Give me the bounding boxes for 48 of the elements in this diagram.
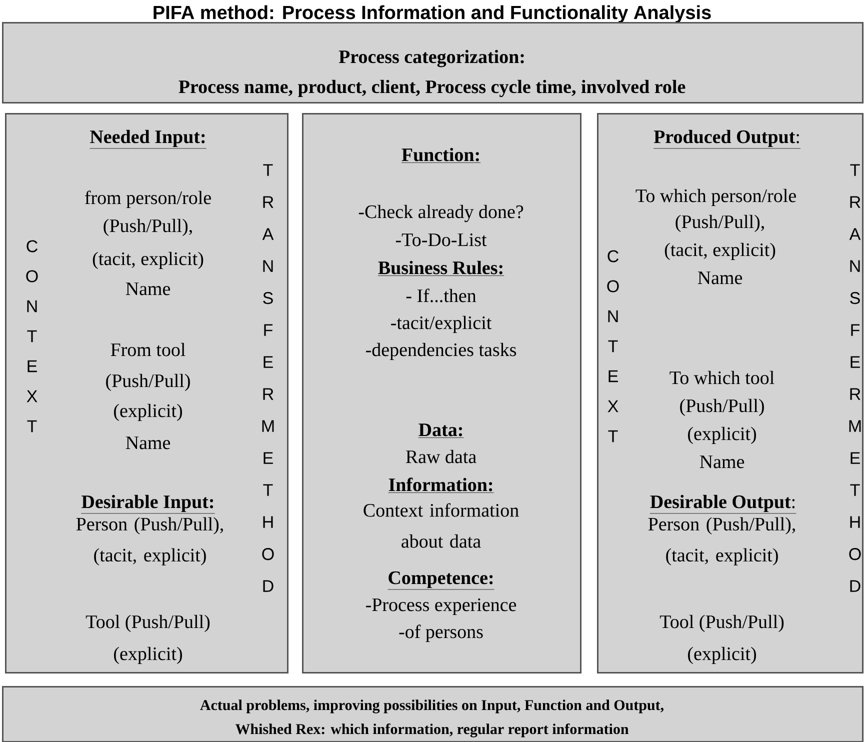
text-line: from person/role [85,190,211,208]
text-line: - If...then [406,288,476,302]
heading: Business Rules: [378,260,504,276]
text-line: -tacit/explicit [391,316,492,334]
text-line: -Process experience [366,598,516,616]
heading: Information: [388,478,494,493]
text-line: To which tool [670,370,774,384]
text-line: (Push/Pull) [680,398,764,416]
text-line: Person (Push/Pull), (tacit, explicit) [76,517,223,566]
text-line: Person (Push/Pull), (tacit, explicit) [648,517,795,566]
vertical-label: TRANSFER METHOD [849,164,861,592]
header-text: Process name, product, client, Process cycle time, involved role [178,80,686,98]
heading: Competence: [388,571,494,590]
text-line: (Push/Pull), [104,218,192,236]
text-line: Name [126,282,170,296]
heading: Desirable Input: [81,494,215,514]
text-line: (Push/Pull), [676,214,764,232]
text-line: From tool [110,342,186,356]
text-line: Name [698,272,742,284]
text-line: -To-Do-List [396,233,487,246]
text-line: -dependencies tasks [366,342,516,360]
vertical-label: TRANSFER METHOD [262,164,274,592]
heading: Produced Output: [653,130,801,149]
text-line: (explicit) [114,646,182,664]
text-line: Name [700,456,744,468]
vertical-label: CONTEXT [607,250,619,442]
text-line: Name [126,436,170,450]
text-line: (explicit) [688,426,756,444]
text-line: -of persons [399,624,483,642]
heading: Function: [401,148,481,163]
text-line: (explicit) [114,404,182,422]
text-line: (tacit, explicit) [664,242,776,260]
text-line: -Check already done? [358,204,524,222]
text-line: (Push/Pull) [106,374,190,392]
text-line: Tool (Push/Pull) [86,614,210,632]
text-line: (explicit) [688,646,756,664]
text-line: Tool (Push/Pull) [660,614,784,632]
text-line: Context information about data [364,503,519,548]
text-line: Raw data [406,450,476,464]
header-text: Process categorization: [338,50,524,68]
heading: Desirable Output: [650,494,796,514]
footer-text: Actual problems, improving possibilities on Input, Function and Output, [200,700,664,714]
heading: Data: [418,424,464,438]
heading: Needed Input: [89,130,207,149]
footer-text: Whished Rex: which information, regular report information [235,723,629,738]
text-line: (tacit, explicit) [92,252,204,270]
text-line: To which person/role [636,188,796,206]
vertical-label: CONTEXT [26,240,38,432]
